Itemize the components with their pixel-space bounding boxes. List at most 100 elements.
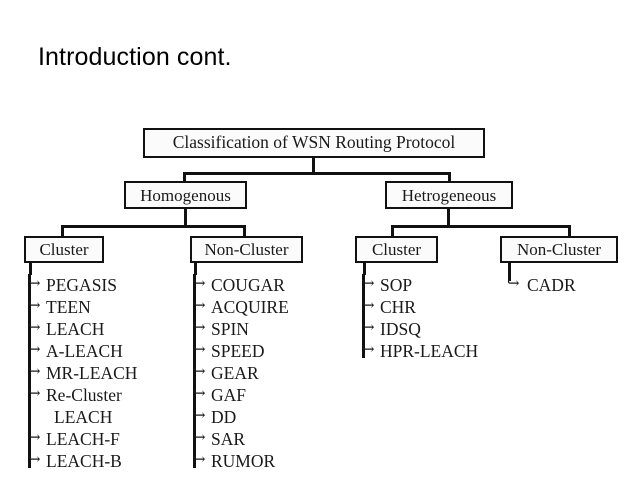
arrow-bullet-icon: ↪ <box>193 342 206 358</box>
protocol-list-item-label: GAF <box>211 385 247 405</box>
arrow-bullet-icon: ↪ <box>28 430 41 446</box>
protocol-list-item-label: PEGASIS <box>46 275 117 295</box>
node-homogenous-label: Homogenous <box>140 185 231 205</box>
protocol-list-item[interactable]: ↪IDSQ <box>362 318 478 340</box>
protocol-list-homogenous-non-cluster: ↪COUGAR↪ACQUIRE↪SPIN↪SPEED↪GEAR↪GAF↪DD↪S… <box>193 274 289 472</box>
protocol-list-item[interactable]: ↪ LEACH-B <box>28 450 137 472</box>
arrow-bullet-icon: ↪ <box>362 342 375 358</box>
protocol-list-item-label: CADR <box>527 275 576 295</box>
protocol-list-item[interactable]: ↪ Re-Cluster <box>28 384 137 406</box>
node-hetrogeneous[interactable]: Hetrogeneous <box>385 181 513 209</box>
node-homogenous[interactable]: Homogenous <box>124 181 247 209</box>
arrow-bullet-icon: ↪ <box>362 298 375 314</box>
arrow-bullet-icon: ↪ <box>28 364 41 380</box>
protocol-list-item-label: GEAR <box>211 363 259 383</box>
protocol-list-item-label: LEACH <box>46 319 105 339</box>
protocol-list-item[interactable]: ↪ PEGASIS <box>28 274 137 296</box>
arrow-bullet-icon: ↪ <box>193 320 206 336</box>
protocol-list-item-label: Re-Cluster <box>46 385 122 405</box>
protocol-list-item[interactable]: ↪ SAR <box>193 428 289 450</box>
protocol-list-item[interactable]: ↪ RUMOR <box>193 450 289 472</box>
connector-homo-cluster-drop <box>61 225 64 237</box>
list-trunk-line <box>362 274 365 358</box>
arrow-bullet-icon: ↪ <box>193 430 206 446</box>
protocol-list-item[interactable]: ↪ CHR <box>362 296 478 318</box>
arrow-bullet-icon: ↪ <box>193 276 206 292</box>
node-hetrogeneous-non-cluster[interactable]: Non-Cluster <box>500 236 618 263</box>
connector-homo-cluster-leaf-stem <box>29 263 32 275</box>
connector-root-stem <box>312 157 315 174</box>
protocol-list-item-label: TEEN <box>46 297 91 317</box>
connector-homogenous-bus <box>61 225 246 228</box>
protocol-list-item[interactable]: ↪ LEACH <box>28 318 137 340</box>
arrow-bullet-icon: ↪ <box>193 408 206 424</box>
protocol-list-item-label: COUGAR <box>211 275 285 295</box>
arrow-bullet-icon: ↪ <box>28 452 41 468</box>
node-hetrogeneous-cluster[interactable]: Cluster <box>355 236 438 263</box>
protocol-list-item[interactable]: ↪ TEEN <box>28 296 137 318</box>
connector-hetero-non-cluster-drop <box>568 225 571 237</box>
arrow-bullet-icon: ↪ <box>507 276 520 292</box>
connector-homogenous-stem <box>184 208 187 226</box>
protocol-list-item[interactable]: ↪ CADR <box>507 274 576 296</box>
protocol-list-item-label: SPIN <box>211 319 249 339</box>
connector-hetrogeneous-stem <box>447 208 450 226</box>
protocol-list-item-label: SOP <box>380 275 413 295</box>
node-classification-of-wsn-routing-protocol[interactable]: Classification of WSN Routing Protocol <box>143 128 485 158</box>
connector-homogenous-drop <box>183 172 186 183</box>
protocol-list-item-label: LEACH-F <box>46 429 120 449</box>
arrow-bullet-icon: ↪ <box>28 386 41 402</box>
arrow-bullet-icon: ↪ <box>28 320 41 336</box>
protocol-list-item-label: MR-LEACH <box>46 363 138 383</box>
protocol-list-item-label: LEACH-B <box>46 451 122 471</box>
connector-hetero-cluster-leaf-stem <box>363 263 366 275</box>
arrow-bullet-icon: ↪ <box>193 386 206 402</box>
protocol-list-item-label: CHR <box>380 297 416 317</box>
node-hetrogeneous-label: Hetrogeneous <box>401 185 497 205</box>
node-homogenous-cluster[interactable]: Cluster <box>24 236 104 263</box>
protocol-list-item[interactable]: ↪ SPIN <box>193 318 289 340</box>
arrow-bullet-icon: ↪ <box>362 276 375 292</box>
connector-root-bus <box>183 172 451 175</box>
list-trunk-line <box>193 274 196 468</box>
arrow-bullet-icon: ↪ <box>193 364 206 380</box>
protocol-list-item-label: LEACH <box>54 407 113 427</box>
arrow-bullet-icon: ↪ <box>193 452 206 468</box>
node-hetrogeneous-non-cluster-label: Non-Cluster <box>516 240 602 259</box>
protocol-list-item[interactable]: ↪ SOP <box>362 274 478 296</box>
protocol-list-item[interactable]: ↪ COUGAR <box>193 274 289 296</box>
protocol-list-item[interactable]: ↪ DD <box>193 406 289 428</box>
arrow-bullet-icon: ↪ <box>28 298 41 314</box>
arrow-bullet-icon: ↪ <box>28 276 41 292</box>
connector-homo-non-cluster-drop <box>243 225 246 237</box>
protocol-list-item-label: SAR <box>211 429 246 449</box>
protocol-list-item-label: ACQUIRE <box>211 297 289 317</box>
protocol-list-item[interactable]: ↪ GAF <box>193 384 289 406</box>
node-homogenous-non-cluster[interactable]: Non-Cluster <box>190 236 303 263</box>
protocol-list-item[interactable]: ↪LEACH <box>28 406 137 428</box>
protocol-list-item[interactable]: ↪ LEACH-F <box>28 428 137 450</box>
connector-homo-non-cluster-leaf-stem <box>194 263 197 275</box>
list-trunk-line <box>28 274 31 468</box>
protocol-list-hetrogeneous-non-cluster: ↪ CADR <box>507 274 576 296</box>
protocol-list-item[interactable]: ↪A-LEACH <box>28 340 137 362</box>
protocol-list-item[interactable]: ↪ HPR-LEACH <box>362 340 478 362</box>
protocol-list-item[interactable]: ↪ GEAR <box>193 362 289 384</box>
protocol-list-item-label: HPR-LEACH <box>380 341 479 361</box>
connector-hetrogeneous-bus <box>391 225 571 228</box>
protocol-list-hetrogeneous-cluster: ↪ SOP ↪ CHR↪IDSQ ↪ HPR-LEACH <box>362 274 478 362</box>
connector-hetrogeneous-drop <box>448 172 451 183</box>
protocol-list-item[interactable]: ↪ MR-LEACH <box>28 362 137 384</box>
arrow-bullet-icon: ↪ <box>193 298 206 314</box>
connector-hetero-non-cluster-leaf-stem <box>508 263 511 281</box>
protocol-list-item[interactable]: ↪ ACQUIRE <box>193 296 289 318</box>
protocol-list-item-label: RUMOR <box>211 451 276 471</box>
protocol-list-item[interactable]: ↪SPEED <box>193 340 289 362</box>
node-homogenous-cluster-label: Cluster <box>39 240 89 259</box>
protocol-list-item-label: DD <box>211 407 237 427</box>
protocol-list-item-label: IDSQ <box>380 319 421 339</box>
page-title: Introduction cont. <box>38 43 232 71</box>
protocol-list-item-label: A-LEACH <box>46 341 123 361</box>
node-root-label: Classification of WSN Routing Protocol <box>172 132 456 153</box>
